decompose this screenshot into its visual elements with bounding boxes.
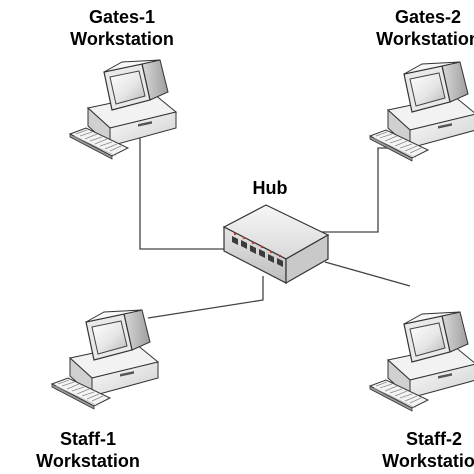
staff1-type: Workstation [36, 451, 140, 471]
link-gates1-hub [139, 136, 238, 250]
staff2-name: Staff-2 [405, 429, 462, 449]
staff1-label: Staff-1 Workstation [28, 428, 148, 472]
gates2-name: Gates-2 [394, 7, 462, 27]
desktop-computer-icon-gates1 [69, 59, 177, 160]
desktop-computer-icon-staff1 [51, 309, 159, 410]
gates1-label: Gates-1 Workstation [62, 6, 182, 50]
hub-label: Hub [240, 177, 300, 199]
gates2-label: Gates-2 Workstation [368, 6, 474, 50]
gates1-type: Workstation [70, 29, 174, 49]
link-staff2-hub [324, 261, 411, 287]
gates2-type: Workstation [376, 29, 474, 49]
link-gates2-hub [312, 147, 398, 233]
staff1-name: Staff-1 [59, 429, 116, 449]
staff2-type: Workstation [382, 451, 474, 471]
desktop-computer-icon-staff2 [369, 311, 474, 412]
network-hub-icon [222, 204, 330, 285]
gates1-name: Gates-1 [88, 7, 156, 27]
desktop-computer-icon-gates2 [369, 61, 474, 162]
staff2-label: Staff-2 Workstation [374, 428, 474, 472]
hub-name: Hub [252, 178, 288, 198]
link-staff1-hub [147, 276, 264, 319]
